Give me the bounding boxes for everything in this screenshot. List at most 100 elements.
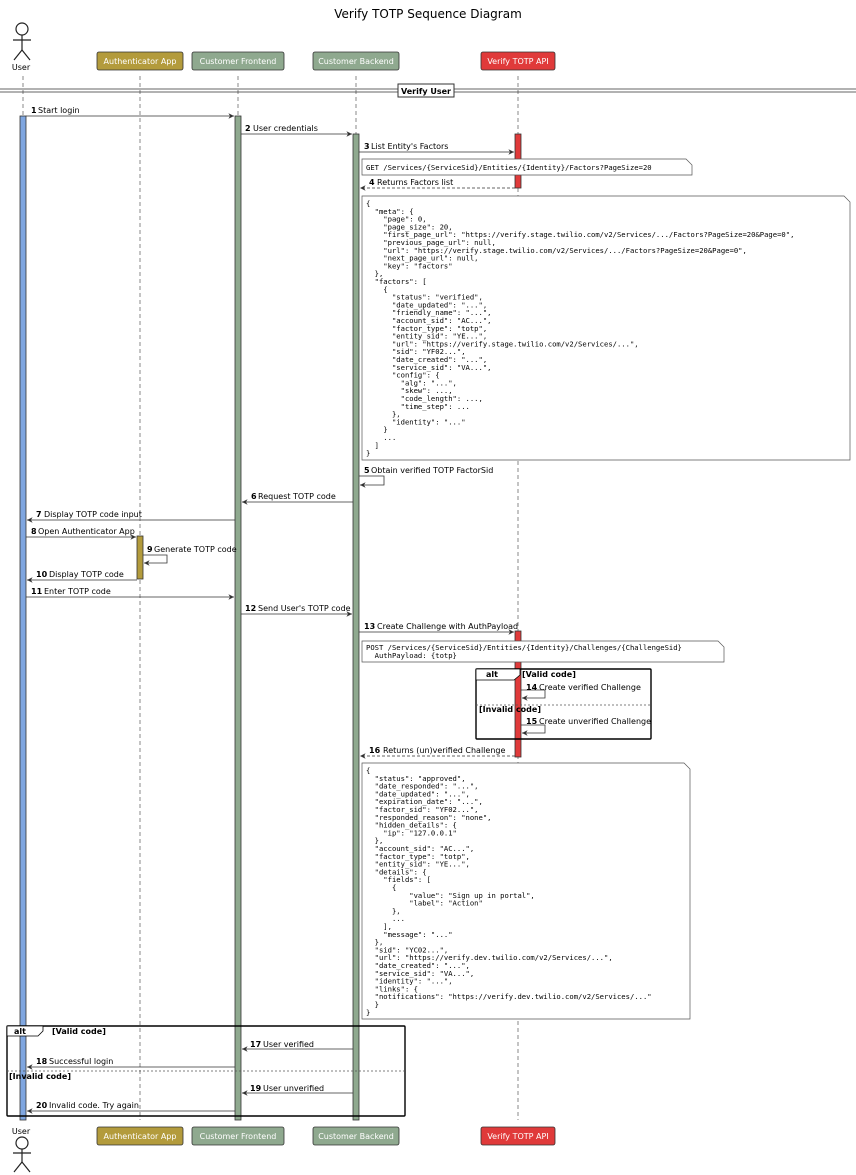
note-line: ... — [366, 433, 396, 442]
note-line: "label": "Action" — [366, 899, 483, 908]
messages: 1 Start login 2 User credentials 3 List … — [26, 106, 651, 1114]
message-number: 10 — [36, 570, 48, 579]
note-factors-json — [361, 195, 851, 461]
note-line: "factor_type": "totp", — [366, 324, 487, 333]
message-number: 20 — [36, 1101, 48, 1110]
note-line: "service_sid": "VA...", — [366, 363, 492, 372]
participant-backend-bottom — [312, 1126, 400, 1146]
message-number: 11 — [31, 587, 43, 596]
note-line: "first_page_url": "https://verify.stage.… — [366, 230, 794, 239]
message-label: User credentials — [253, 124, 318, 133]
note-line: "url": "https://verify.stage.twilio.com/… — [366, 246, 747, 255]
note-line: "details": { — [366, 867, 427, 876]
note-line: "factor_sid": "YF02...", — [366, 805, 479, 814]
note-line: }, — [366, 410, 401, 419]
note-line: "code_length": ..., — [366, 394, 483, 403]
note-line: "notifications": "https://verify.dev.twi… — [366, 992, 652, 1001]
note-line: "status": "verified", — [366, 293, 483, 302]
note-line: "skew": ..., — [366, 386, 453, 395]
message-label: Returns Factors list — [377, 178, 453, 187]
alt-label: alt — [486, 670, 498, 679]
participant-label: Customer Frontend — [200, 1132, 277, 1141]
note-line: "date_created": "...", — [366, 355, 487, 364]
note-line: ] — [366, 441, 379, 450]
note-line: "identity": "..." — [366, 417, 466, 426]
note-line: "date_updated": "...", — [366, 789, 470, 798]
participant-label: Customer Backend — [318, 1132, 394, 1141]
message-label: User unverified — [263, 1084, 324, 1093]
message-arrow — [521, 724, 546, 736]
note-line: }, — [366, 906, 401, 915]
note-line: "message": "..." — [366, 930, 453, 939]
note-line: }, — [366, 938, 383, 947]
notes: GET /Services/{ServiceSid}/Entities/{Ide… — [361, 158, 851, 1020]
note-line: "account_sid": "AC...", — [366, 316, 492, 325]
note-line: } — [366, 449, 370, 458]
note-line: "sid": "YC02...", — [366, 945, 448, 954]
message-label: Generate TOTP code — [154, 545, 237, 554]
message-label: Enter TOTP code — [44, 587, 111, 596]
message-label: Create unverified Challenge — [539, 717, 651, 726]
message-label: Display TOTP code input — [44, 510, 142, 519]
message-label: Successful login — [49, 1057, 113, 1066]
message-label: Start login — [38, 106, 80, 115]
actor-user-top: User — [12, 22, 31, 72]
note-line: "friendly_name": "...", — [366, 308, 492, 317]
message-label: Display TOTP code — [49, 570, 124, 579]
participant-verify-bottom — [480, 1126, 556, 1146]
participants-bottom: User Authenticator App Customer Frontend… — [12, 1126, 556, 1173]
note-post-line: POST /Services/{ServiceSid}/Entities/{Id… — [366, 643, 682, 652]
note-line: "page_size": 20, — [366, 222, 453, 231]
activation-backend — [352, 133, 360, 1121]
message-number: 18 — [36, 1057, 48, 1066]
note-line: "date_updated": "...", — [366, 300, 487, 309]
participant-label: Authenticator App — [104, 1132, 177, 1141]
activation-user — [19, 115, 27, 1121]
note-get-factors-text: GET /Services/{ServiceSid}/Entities/{Ide… — [366, 163, 652, 172]
message-number: 4 — [369, 178, 375, 187]
note-challenge-json-text: { "status": "approved", "date_responded"… — [366, 766, 652, 1017]
message-label: Returns (un)verified Challenge — [383, 746, 505, 755]
alt-guard: [Valid code] — [52, 1027, 106, 1036]
section-divider: Verify User — [0, 83, 856, 98]
note-line: "config": { — [366, 371, 440, 380]
message-number: 7 — [36, 510, 42, 519]
actor-label: User — [12, 1127, 31, 1136]
message-number: 19 — [250, 1084, 262, 1093]
actor-user-bottom — [13, 1136, 31, 1173]
note-line: { — [366, 199, 370, 208]
note-line: "alg": "...", — [366, 378, 457, 387]
message-number: 8 — [31, 527, 37, 536]
message-number: 9 — [147, 545, 153, 554]
note-line: { — [366, 285, 388, 294]
participant-backend-top — [312, 51, 400, 71]
note-line: ... — [366, 914, 405, 923]
participant-frontend-top — [191, 51, 285, 71]
participant-label: Verify TOTP API — [487, 1132, 548, 1141]
alt-guard: [Valid code] — [522, 670, 576, 679]
note-line: "entity_sid": "YE...", — [366, 860, 470, 869]
participant-label: Verify TOTP API — [487, 57, 548, 66]
participant-label: Authenticator App — [104, 57, 177, 66]
message-arrow — [521, 689, 546, 701]
note-line: }, — [366, 836, 383, 845]
message-label: Create Challenge with AuthPayload — [377, 622, 518, 631]
note-line: }, — [366, 269, 383, 278]
note-line: "date_created": "...", — [366, 961, 470, 970]
note-line: "sid": "YF02...", — [366, 347, 466, 356]
message-number: 15 — [526, 717, 538, 726]
participant-authenticator-top — [96, 51, 184, 71]
note-line: "value": "Sign up in portal", — [366, 891, 535, 900]
note-line: "service_sid": "VA...", — [366, 969, 474, 978]
note-line: "fields": [ — [366, 875, 431, 884]
message-label: Request TOTP code — [258, 492, 336, 501]
participant-authenticator-bottom — [96, 1126, 184, 1146]
alt-label: alt — [14, 1027, 26, 1036]
message-number: 5 — [364, 466, 370, 475]
note-post-line: AuthPayload: {totp} — [366, 651, 457, 660]
message-number: 1 — [31, 106, 37, 115]
divider-label: Verify User — [401, 87, 451, 96]
note-line: "status": "approved", — [366, 774, 466, 783]
diagram-title: Verify TOTP Sequence Diagram — [334, 7, 522, 21]
